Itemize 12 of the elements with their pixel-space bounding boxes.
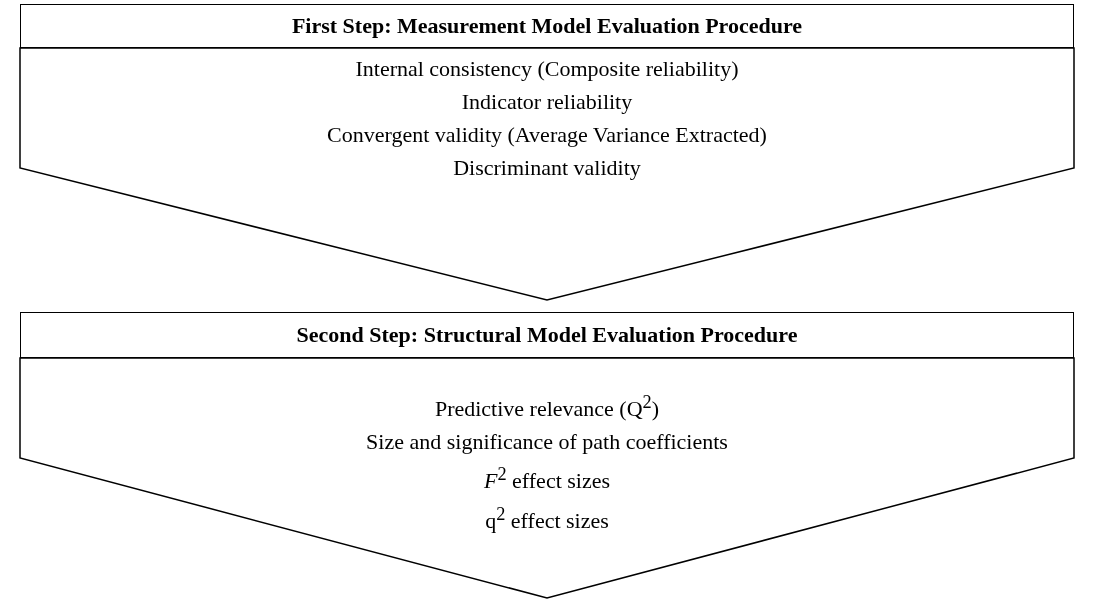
- step-header-box: [20, 312, 1074, 358]
- criterion-text: Internal consistency (Composite reliability): [355, 55, 739, 83]
- step-heading: Second Step: Structural Model Evaluation Procedure: [296, 322, 798, 348]
- criterion-text: Discriminant validity: [453, 154, 641, 182]
- criterion-text: Size and significance of path coefficients: [366, 428, 728, 457]
- criterion-text: Convergent validity (Average Variance Extracted): [327, 121, 767, 149]
- step-heading: First Step: Measurement Model Evaluation Procedure: [291, 13, 803, 39]
- criterion-text: Predictive relevance (Q$^{2}$): [434, 391, 660, 424]
- step-header-box: [20, 4, 1074, 48]
- criterion-text: F$^{2}$ effect sizes: [483, 463, 611, 496]
- criterion-text: q$^{2}$ effect sizes: [485, 502, 609, 535]
- criterion-text: Indicator reliability: [461, 88, 633, 116]
